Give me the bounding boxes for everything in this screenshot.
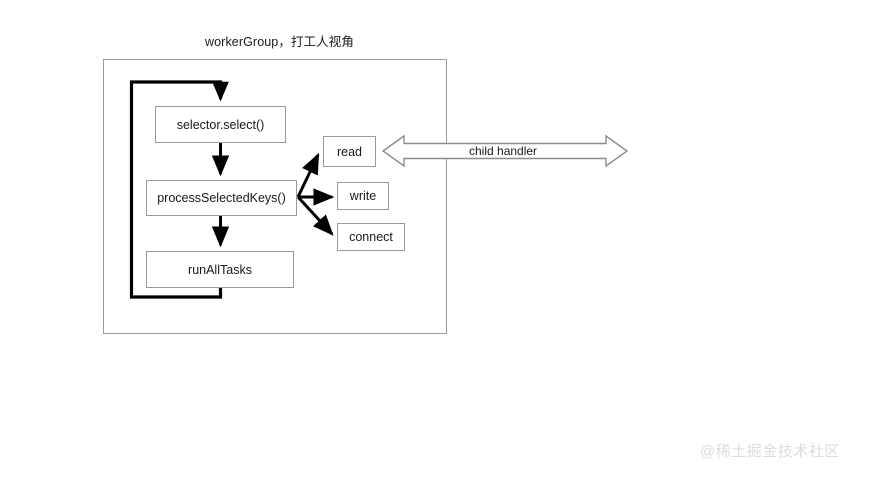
box-process-selected-keys: processSelectedKeys() (146, 180, 297, 216)
watermark: @稀土掘金技术社区 (700, 443, 840, 460)
child-handler-label: child handler (469, 144, 538, 158)
box-read: read (323, 136, 376, 167)
box-connect: connect (337, 223, 405, 251)
box-write: write (337, 182, 389, 210)
box-run-all-tasks: runAllTasks (146, 251, 294, 288)
diagram-title: workerGroup，打工人视角 (205, 35, 354, 49)
box-selector-select: selector.select() (155, 106, 286, 143)
